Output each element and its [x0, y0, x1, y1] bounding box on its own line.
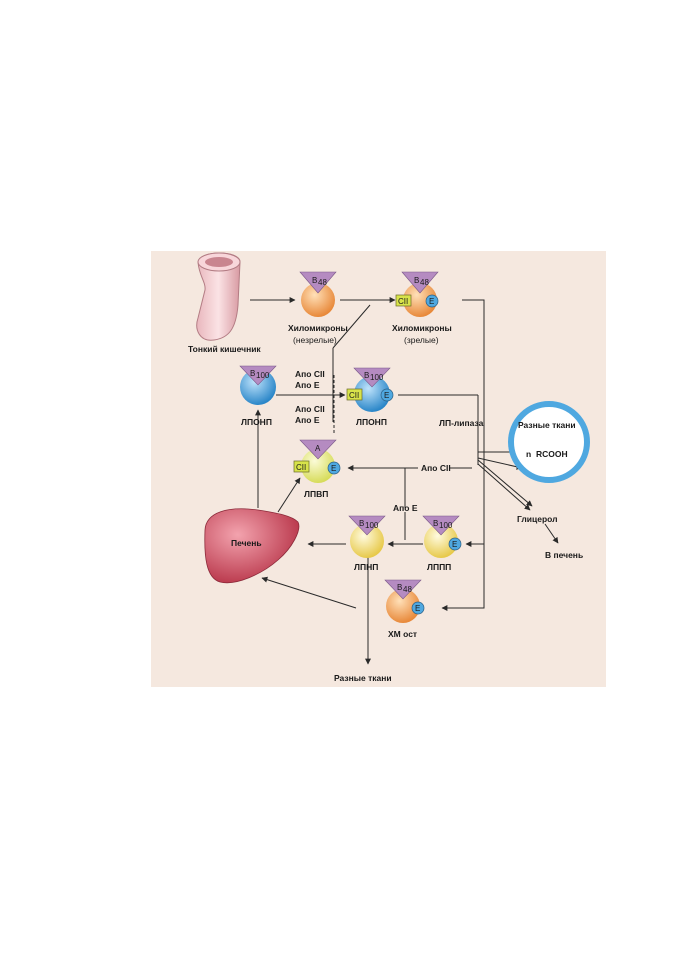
cii-chip-3: CII [296, 463, 306, 472]
e-chip-3: E [331, 464, 336, 473]
e-chip-5: E [415, 604, 420, 613]
b48-sub: 48 [318, 278, 327, 287]
rcooh-label: RCOOH [536, 449, 568, 459]
e-chip-4: E [452, 540, 457, 549]
transfer-lower-cii: Апо CII [295, 404, 325, 414]
chylomicron-immature: B 48 [299, 271, 337, 317]
cii-chip: CII [398, 297, 408, 306]
hdl-particle: A CII E [293, 439, 341, 483]
b48-sub-2: 48 [420, 278, 429, 287]
b100-label-3: B [359, 519, 364, 528]
liver-icon [204, 508, 300, 584]
transfer-lower-e: Апо E [295, 415, 320, 425]
chylo-immature-note: (незрелые) [293, 335, 337, 345]
vldl-nascent-label: ЛПОНП [241, 417, 272, 427]
b48-label-3: B [397, 583, 402, 592]
tissues-circle [508, 401, 590, 483]
idl-particle: B 100 E [422, 515, 462, 558]
transfer-upper-cii: Апо CII [295, 369, 325, 379]
ldl-particle: B 100 [348, 515, 386, 558]
b48-label-2: B [414, 276, 419, 285]
small-intestine-icon [196, 252, 241, 341]
intestine-label: Тонкий кишечник [188, 344, 261, 354]
tissues-bottom-label: Разные ткани [334, 673, 392, 683]
to-liver-label: В печень [545, 550, 583, 560]
hdl-label: ЛПВП [304, 489, 328, 499]
chylomicron-mature: B 48 CII E [395, 271, 439, 317]
b48-sub-3: 48 [403, 585, 412, 594]
b100-label-2: B [364, 371, 369, 380]
glycerol-label: Глицерол [517, 514, 558, 524]
vldl-mature-label: ЛПОНП [356, 417, 387, 427]
chylomicron-remnant: B 48 E [384, 579, 425, 623]
chylo-immature-label: Хиломикроны [288, 323, 348, 333]
b100-sub: 100 [256, 371, 270, 380]
transfer-hdl-e: Апо E [393, 503, 418, 513]
chylo-mature-label: Хиломикроны [392, 323, 452, 333]
b100-sub-4: 100 [439, 521, 453, 530]
cii-chip-2: CII [349, 391, 359, 400]
b100-sub-3: 100 [365, 521, 379, 530]
ldl-label: ЛПНП [354, 562, 378, 572]
b100-label-4: B [433, 519, 438, 528]
b48-label: B [312, 276, 317, 285]
a-label: A [315, 444, 321, 453]
transfer-hdl-cii: Апо CII [421, 463, 451, 473]
rcooh-count: n [526, 449, 531, 459]
e-chip-2: E [384, 391, 389, 400]
transfer-upper-e: Апо E [295, 380, 320, 390]
chylo-mature-note: (зрелые) [404, 335, 439, 345]
idl-label: ЛППП [427, 562, 451, 572]
chylo-remnant-label: ХМ ост [388, 629, 417, 639]
b100-sub-2: 100 [370, 373, 384, 382]
tissues-circle-label: Разные ткани [518, 420, 576, 430]
e-chip: E [429, 297, 434, 306]
vldl-nascent: B 100 [239, 365, 277, 405]
vldl-mature: B 100 CII E [346, 367, 394, 412]
b100-label: B [250, 369, 255, 378]
liver-label: Печень [231, 538, 262, 548]
lipase-label: ЛП-липаза [439, 418, 484, 428]
